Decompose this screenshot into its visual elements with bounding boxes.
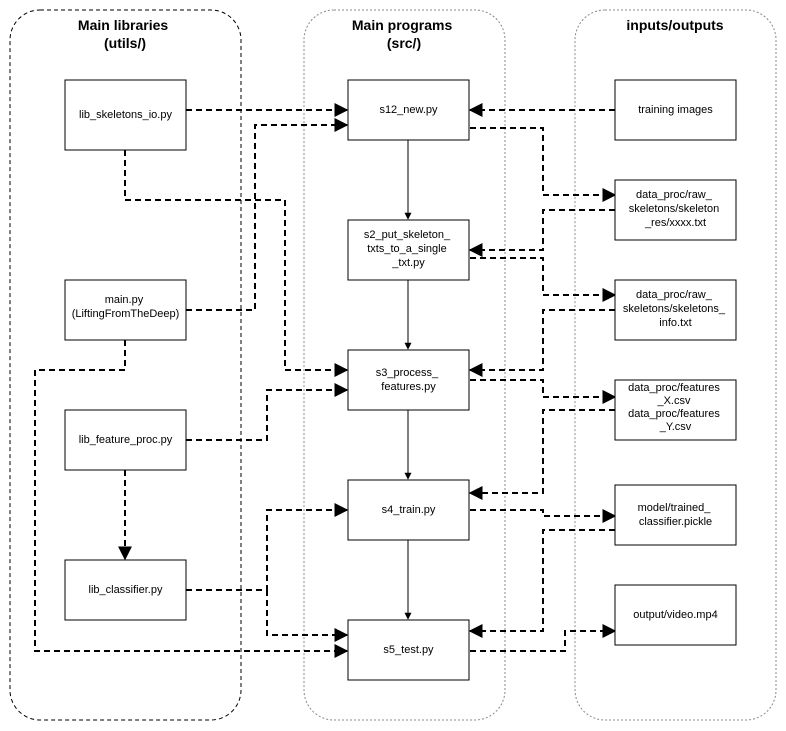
arrow-classifier-to-s5: [266, 590, 349, 642]
s5-label: s5_test.py: [383, 644, 434, 656]
skeletons-info-box: [614, 279, 737, 341]
io-group: [574, 9, 777, 721]
s12-box: [347, 79, 470, 141]
s12-label: s12_new.py: [379, 104, 438, 116]
lib-classifier-label: lib_classifier.py: [89, 584, 163, 596]
arrow-skeletonsio-to-s3: [124, 150, 349, 377]
main-py-box: [64, 279, 187, 341]
lib-skeletons-io-label: lib_skeletons_io.py: [79, 109, 172, 121]
training-images-label: training images: [638, 104, 713, 116]
arrow-classifier-to-s4: [186, 503, 349, 591]
io-title: inputs/outputs: [626, 17, 723, 33]
video-box: [614, 584, 737, 646]
arrow-s12-to-skeletonres: [470, 127, 617, 202]
libraries-group: [9, 9, 242, 721]
features-box: [614, 379, 737, 441]
arrow-s2-to-skeletonsinfo: [470, 257, 617, 302]
lib-classifier-box: [64, 559, 187, 621]
main-py-label: main.py (LiftingFromTheDeep): [72, 294, 180, 320]
model-box: [614, 484, 737, 546]
arrow-mainpy-to-s5: [34, 340, 349, 658]
library-boxes: lib_skeletons_io.py main.py (LiftingFrom…: [64, 79, 187, 621]
programs-group: [303, 9, 506, 721]
s5-box: [347, 619, 470, 681]
training-images-box: [614, 79, 737, 141]
video-label: output/video.mp4: [633, 609, 717, 621]
io-boxes: training images data_proc/raw_ skeletons…: [614, 79, 737, 646]
s4-box: [347, 479, 470, 541]
s2-box: [347, 219, 470, 281]
s3-label: s3_process_ features.py: [376, 367, 441, 393]
skeleton-res-label: data_proc/raw_ skeletons/skeleton _res/x…: [629, 189, 723, 229]
model-label: model/trained_ classifier.pickle: [638, 502, 714, 528]
arrow-s4-to-model: [470, 509, 617, 523]
features-label: data_proc/features _X.csv data_proc/feat…: [628, 382, 723, 433]
s3-box: [347, 349, 470, 411]
arrow-featureproc-to-s3: [186, 383, 349, 441]
programs-title: Main programs (src/): [352, 17, 456, 51]
s2-label: s2_put_skeleton_ txts_to_a_single _txt.p…: [364, 229, 453, 269]
arrow-s3-to-features: [470, 379, 617, 404]
program-boxes: s12_new.py s2_put_skeleton_ txts_to_a_si…: [347, 79, 470, 681]
s4-label: s4_train.py: [382, 504, 436, 516]
lib-feature-proc-box: [64, 409, 187, 471]
arrow-mainpy-to-s12: [186, 118, 349, 311]
libraries-title: Main libraries (utils/): [78, 17, 172, 51]
arrow-skeletonsinfo-to-s3: [468, 309, 615, 377]
arrow-model-to-s5: [468, 529, 615, 638]
lib-feature-proc-label: lib_feature_proc.py: [79, 434, 173, 446]
arrow-features-to-s4: [468, 409, 615, 500]
lib-skeletons-io-box: [64, 79, 187, 151]
arrow-s5-to-video: [470, 624, 617, 652]
skeletons-info-label: data_proc/raw_ skeletons/skeletons_ info…: [623, 289, 728, 329]
dependency-arrows: [34, 103, 617, 658]
arrow-skeletonres-to-s2: [468, 209, 615, 257]
skeleton-res-box: [614, 179, 737, 241]
